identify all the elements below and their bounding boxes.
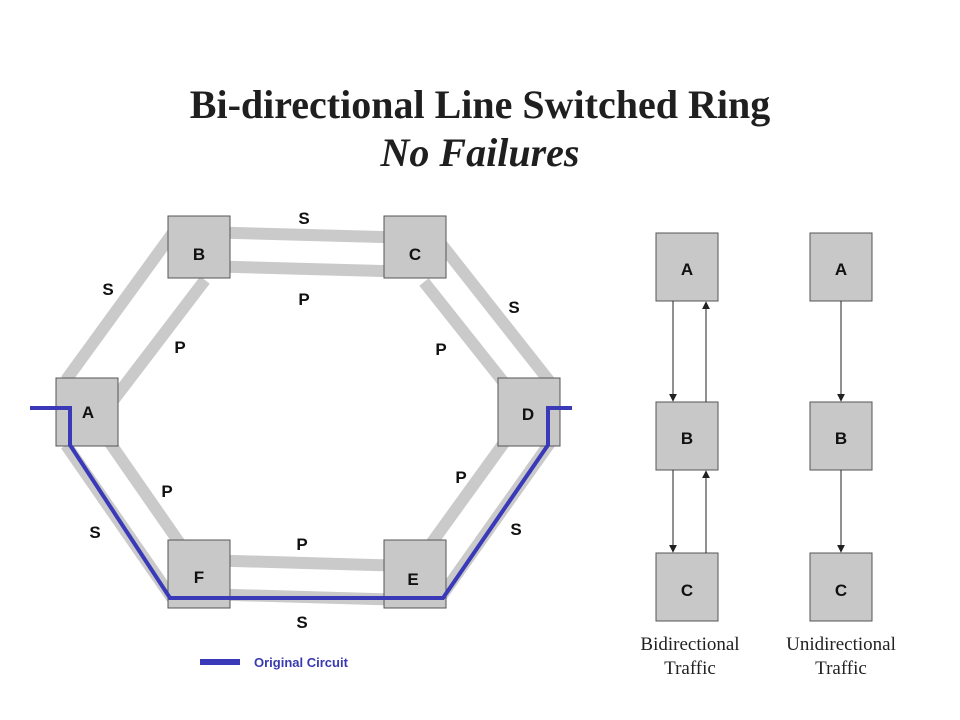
ring-node-b-label: B <box>193 245 205 264</box>
unidir-caption-line2: Traffic <box>815 658 867 679</box>
link-f-e-inner <box>199 554 411 572</box>
unidir-node-a <box>809 232 873 302</box>
unidir-node-c <box>809 552 873 622</box>
ring-node-d: D <box>497 377 561 447</box>
label-right-lower-s: S <box>510 520 521 539</box>
legend: Original Circuit <box>200 655 349 670</box>
legend-label: Original Circuit <box>254 655 349 670</box>
bidir-node-a-label: A <box>681 260 693 279</box>
label-left-upper-p: P <box>174 338 185 357</box>
link-c-d-outer <box>433 236 555 386</box>
link-d-e-inner <box>423 436 511 552</box>
ring-node-c-label: C <box>409 245 421 264</box>
bidir-caption-line1: Bidirectional <box>640 634 739 655</box>
ring-node-d-label: D <box>522 405 534 424</box>
unidir-node-b-label: B <box>835 429 847 448</box>
label-top-s: S <box>298 209 309 228</box>
link-a-f-inner <box>103 436 188 552</box>
diagram-subtitle: No Failures <box>380 130 580 175</box>
unidir-node-c-label: C <box>835 581 847 600</box>
bidir-node-a <box>655 232 719 302</box>
label-bottom-p: P <box>296 535 307 554</box>
unidir-node-a-label: A <box>835 260 847 279</box>
unidir-node-b <box>809 401 873 471</box>
bidir-node-b <box>655 401 719 471</box>
ring-node-b: B <box>167 215 231 279</box>
unidir-caption-line1: Unidirectional <box>786 634 896 655</box>
link-b-c-inner <box>199 260 421 278</box>
label-top-p: P <box>298 290 309 309</box>
link-a-b-inner <box>107 276 210 406</box>
diagram-title: Bi-directional Line Switched Ring <box>190 82 770 127</box>
label-left-lower-p: P <box>161 482 172 501</box>
label-left-lower-s: S <box>89 523 100 542</box>
ring-node-e-label: E <box>407 570 418 589</box>
bidir-node-c <box>655 552 719 622</box>
ring-node-a: A <box>55 377 119 447</box>
bidir-node-b-label: B <box>681 429 693 448</box>
original-circuit-path <box>30 406 572 600</box>
bidir-caption-line2: Traffic <box>664 658 716 679</box>
label-right-lower-p: P <box>455 468 466 487</box>
bidir-node-c-label: C <box>681 581 693 600</box>
label-right-upper-s: S <box>508 298 519 317</box>
label-left-upper-s: S <box>102 280 113 299</box>
ring-node-c: C <box>383 215 447 279</box>
label-right-upper-p: P <box>435 340 446 359</box>
link-c-d-inner <box>419 278 510 388</box>
label-bottom-s: S <box>296 613 307 632</box>
bidirectional-diagram: A B C Bidirectional Traffic <box>640 232 740 679</box>
link-b-c-outer <box>199 226 421 244</box>
ring-node-a-label: A <box>82 403 94 422</box>
ring-node-f-label: F <box>194 568 204 587</box>
link-a-b-outer <box>61 226 180 384</box>
unidirectional-diagram: A B C Unidirectional Traffic <box>786 232 896 679</box>
